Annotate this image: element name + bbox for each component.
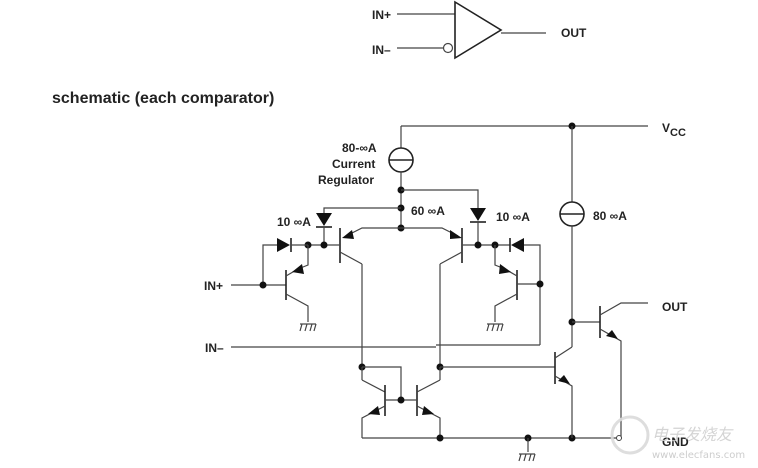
diode-icon — [316, 213, 332, 226]
comparator-symbol: IN+ IN– OUT — [372, 0, 587, 60]
in-minus-label: IN– — [205, 341, 224, 355]
wire — [554, 346, 573, 359]
regulator-current-label: 80-∞A — [342, 141, 377, 155]
wire — [554, 375, 573, 438]
wire — [262, 244, 277, 285]
emitter-arrow-icon — [499, 264, 511, 274]
wire — [362, 366, 402, 400]
inverting-bubble-icon — [442, 42, 454, 54]
wire — [599, 328, 622, 438]
wire — [323, 207, 401, 213]
ground-icon — [299, 323, 317, 332]
emitter-arrow-icon — [606, 330, 618, 339]
wire — [401, 227, 459, 237]
watermark-url: www.elecfans.com — [652, 450, 745, 461]
wire — [439, 251, 463, 265]
gnd-label: GND — [662, 435, 689, 449]
emitter-arrow-icon — [342, 230, 354, 239]
output-source-current-label: 80 ∞A — [593, 209, 627, 223]
junction-dot — [536, 280, 544, 288]
wire — [285, 245, 309, 277]
emitter-arrow-icon — [450, 230, 462, 239]
wire — [494, 293, 518, 322]
vcc-label: VCC — [662, 121, 686, 139]
wire — [416, 379, 441, 393]
ground-icon — [486, 323, 504, 332]
watermark-chinese: 电子发烧友 — [652, 425, 734, 444]
wire — [345, 227, 401, 237]
schematic: VCC 80-∞A Current Regulator 60 ∞A 10 ∞A … — [204, 121, 689, 462]
gnd-terminal-icon — [616, 435, 622, 441]
out-label: OUT — [662, 300, 688, 314]
wire — [524, 244, 541, 345]
in-plus-label: IN+ — [204, 279, 223, 293]
diode-icon — [470, 208, 486, 221]
emitter-arrow-icon — [368, 406, 380, 415]
symbol-in-plus-label: IN+ — [372, 8, 391, 22]
right-diode-current-label: 10 ∞A — [496, 210, 530, 224]
diode-icon — [511, 238, 524, 252]
tail-current-label: 60 ∞A — [411, 204, 445, 218]
schematic-title: schematic (each comparator) — [52, 90, 274, 107]
wire — [401, 189, 479, 208]
junction-dot — [397, 396, 405, 404]
ground-icon — [518, 453, 536, 462]
junction-dot — [259, 281, 267, 289]
wire — [339, 251, 363, 265]
wire — [599, 302, 648, 316]
emitter-arrow-icon — [558, 375, 570, 384]
wire — [285, 293, 309, 322]
emitter-arrow-icon — [422, 406, 434, 415]
junction-dot — [474, 241, 482, 249]
regulator-name-1: Current — [332, 157, 375, 171]
symbol-in-minus-label: IN– — [372, 43, 391, 57]
comparator-triangle-icon — [454, 0, 503, 60]
junction-dot — [436, 434, 444, 442]
junction-dot — [320, 241, 328, 249]
diode-icon — [277, 238, 290, 252]
symbol-out-label: OUT — [561, 26, 587, 40]
watermark-logo-icon — [610, 415, 650, 455]
watermark: 电子发烧友 www.elecfans.com — [610, 415, 745, 461]
wire — [361, 379, 386, 393]
emitter-arrow-icon — [292, 264, 304, 274]
left-diode-current-label: 10 ∞A — [277, 215, 311, 229]
regulator-name-2: Regulator — [318, 173, 374, 187]
